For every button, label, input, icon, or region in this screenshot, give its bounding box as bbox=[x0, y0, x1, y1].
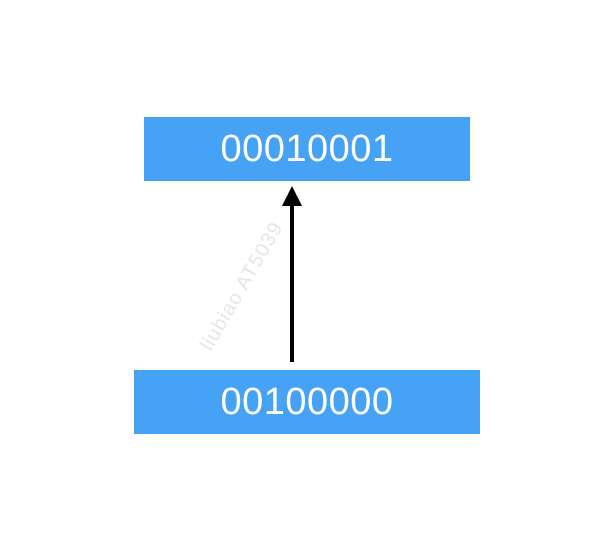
top-value-label: 00010001 bbox=[220, 127, 394, 170]
top-value-box: 00010001 bbox=[144, 117, 470, 181]
watermark-text: liubiao AT5039 bbox=[196, 218, 288, 355]
arrow-head-icon bbox=[282, 186, 302, 206]
bottom-value-box: 00100000 bbox=[134, 370, 480, 434]
bottom-value-label: 00100000 bbox=[220, 380, 394, 423]
